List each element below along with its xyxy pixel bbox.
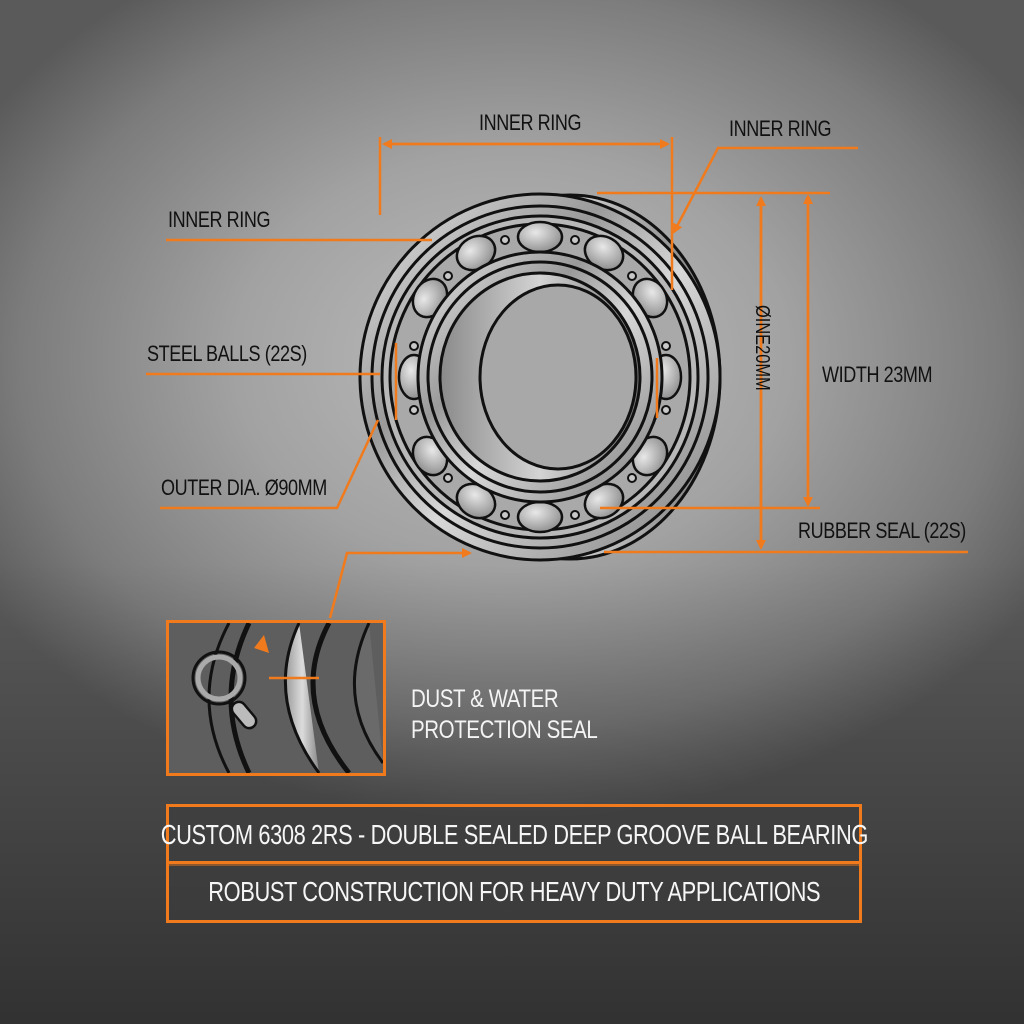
- label-width: WIDTH 23MM: [822, 362, 933, 387]
- banner-subtitle: ROBUST CONSTRUCTION FOR HEAVY DUTY APPLI…: [208, 876, 820, 907]
- inset-caption-line1: DUST & WATER: [411, 685, 559, 713]
- label-inner-diameter: ØINE20MM: [751, 305, 773, 391]
- banner-title: CUSTOM 6308 2RS - DOUBLE SEALED DEEP GRO…: [160, 819, 868, 850]
- label-inner-ring-right: INNER RING: [729, 116, 832, 141]
- label-rubber-seal: RUBBER SEAL (22S): [798, 518, 966, 543]
- seal-detail-inset: [166, 620, 386, 776]
- label-outer-diameter: OUTER DIA. Ø90MM: [161, 475, 327, 500]
- magnifier-icon: [191, 650, 258, 730]
- inset-caption-line2: PROTECTION SEAL: [411, 716, 598, 745]
- label-inner-ring-left: INNER RING: [168, 207, 271, 232]
- title-banner: CUSTOM 6308 2RS - DOUBLE SEALED DEEP GRO…: [160, 804, 868, 866]
- label-inner-ring-top: INNER RING: [479, 110, 582, 135]
- bearing: [358, 192, 722, 562]
- inset-caption: DUST & WATER PROTECTION SEAL: [411, 684, 598, 747]
- leader-lines: [146, 137, 968, 619]
- label-steel-balls: STEEL BALLS (22S): [147, 341, 307, 366]
- subtitle-banner: ROBUST CONSTRUCTION FOR HEAVY DUTY APPLI…: [166, 861, 862, 923]
